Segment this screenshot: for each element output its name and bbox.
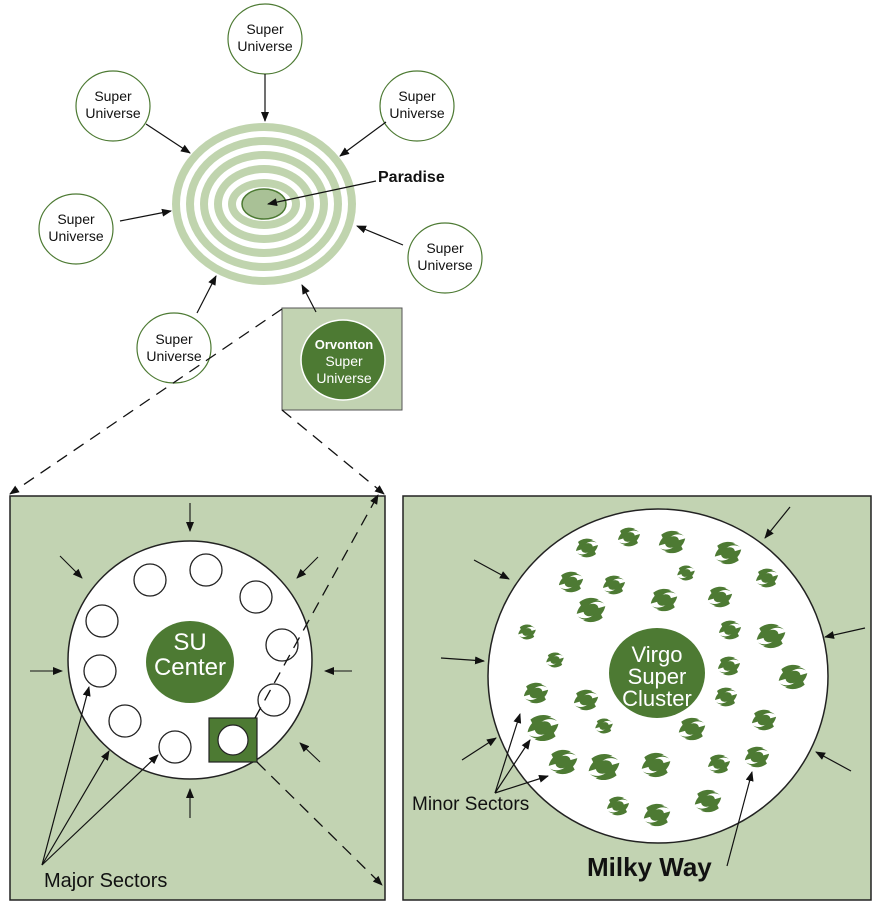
galaxy [548, 749, 578, 775]
su-center [146, 621, 234, 703]
galaxy [751, 709, 777, 731]
galaxy [618, 527, 640, 547]
orvonton-box: Orvonton Super Universe [281, 307, 403, 411]
super-universe-label: Universe [389, 105, 444, 121]
minor-sectors-callout-arrows [494, 713, 754, 867]
galaxy [641, 752, 671, 778]
galaxy [678, 717, 706, 741]
inflow-arrows-left [30, 503, 352, 818]
super-universe-node-2: Super Universe [75, 70, 151, 142]
major-sector [133, 563, 167, 597]
super-universe-label: Super [155, 331, 193, 347]
galaxy [595, 718, 613, 734]
major-sector [265, 628, 299, 662]
inflow-arrows-top [119, 74, 404, 314]
super-universe-label: Universe [48, 228, 103, 244]
super-universe-label: Super [94, 88, 132, 104]
virgo-center [609, 628, 705, 718]
super-universe-label: Universe [417, 257, 472, 273]
orvonton-sub: Universe [316, 370, 371, 386]
minor-sectors-label: Minor Sectors [412, 794, 529, 815]
super-universe-label: Universe [85, 105, 140, 121]
major-sector [85, 604, 119, 638]
super-universe-label: Super [398, 88, 436, 104]
galaxy [576, 597, 606, 623]
selected-sector-box [208, 717, 258, 763]
galaxy [523, 682, 549, 704]
major-sector [189, 553, 223, 587]
galaxy [778, 664, 808, 690]
milky-way-label: Milky Way [587, 852, 712, 882]
virgo-label: Super [628, 664, 687, 689]
major-sector-circles [83, 553, 299, 764]
galaxy [607, 796, 629, 816]
galaxy [677, 565, 695, 581]
virgo-label: Virgo [632, 642, 683, 667]
galaxy [708, 754, 730, 774]
galaxy [650, 588, 678, 612]
galaxy [576, 538, 598, 558]
galaxy [715, 687, 737, 707]
su-center-label: Center [154, 654, 226, 681]
major-sectors-label: Major Sectors [44, 870, 167, 892]
galaxy [694, 789, 722, 813]
orvonton-sub: Super [325, 353, 363, 369]
galaxy [744, 746, 770, 768]
galaxy [643, 803, 671, 827]
super-universe-node-5: Super Universe [407, 222, 483, 294]
major-sectors-callout-arrows [41, 686, 159, 866]
major-sector [83, 654, 117, 688]
paradise-core [241, 188, 287, 220]
galaxy [714, 541, 742, 565]
galaxy [518, 624, 536, 640]
super-universe-node-4: Super Universe [38, 193, 114, 265]
galaxy [588, 753, 620, 781]
virgo-label: Cluster [622, 686, 692, 711]
super-universe-node-3: Super Universe [379, 70, 455, 142]
orvonton-title: Orvonton [315, 337, 374, 352]
galaxy [603, 575, 625, 595]
galaxy [658, 530, 686, 554]
super-universe-node-6: Super Universe [136, 312, 212, 384]
su-center-label: SU [173, 629, 206, 656]
super-universe-label: Universe [237, 38, 292, 54]
galaxy [527, 714, 559, 742]
zoom-lines [9, 308, 385, 886]
major-sector [239, 580, 273, 614]
super-universe-label: Universe [146, 348, 201, 364]
galaxy [707, 586, 733, 608]
inflow-arrows-right [440, 506, 866, 772]
major-sector [257, 683, 291, 717]
galaxy [546, 652, 564, 668]
galaxy [719, 620, 741, 640]
galaxy [756, 568, 778, 588]
galaxy [718, 656, 740, 676]
major-sector [108, 704, 142, 738]
major-sector [158, 730, 192, 764]
galaxy [756, 623, 786, 649]
super-universe-label: Super [57, 211, 95, 227]
galaxy [558, 571, 584, 593]
paradise-label: Paradise [378, 169, 445, 186]
super-universe-node-1: Super Universe [227, 3, 303, 75]
galaxy [573, 689, 599, 711]
super-universe-label: Super [246, 21, 284, 37]
super-universe-label: Super [426, 240, 464, 256]
